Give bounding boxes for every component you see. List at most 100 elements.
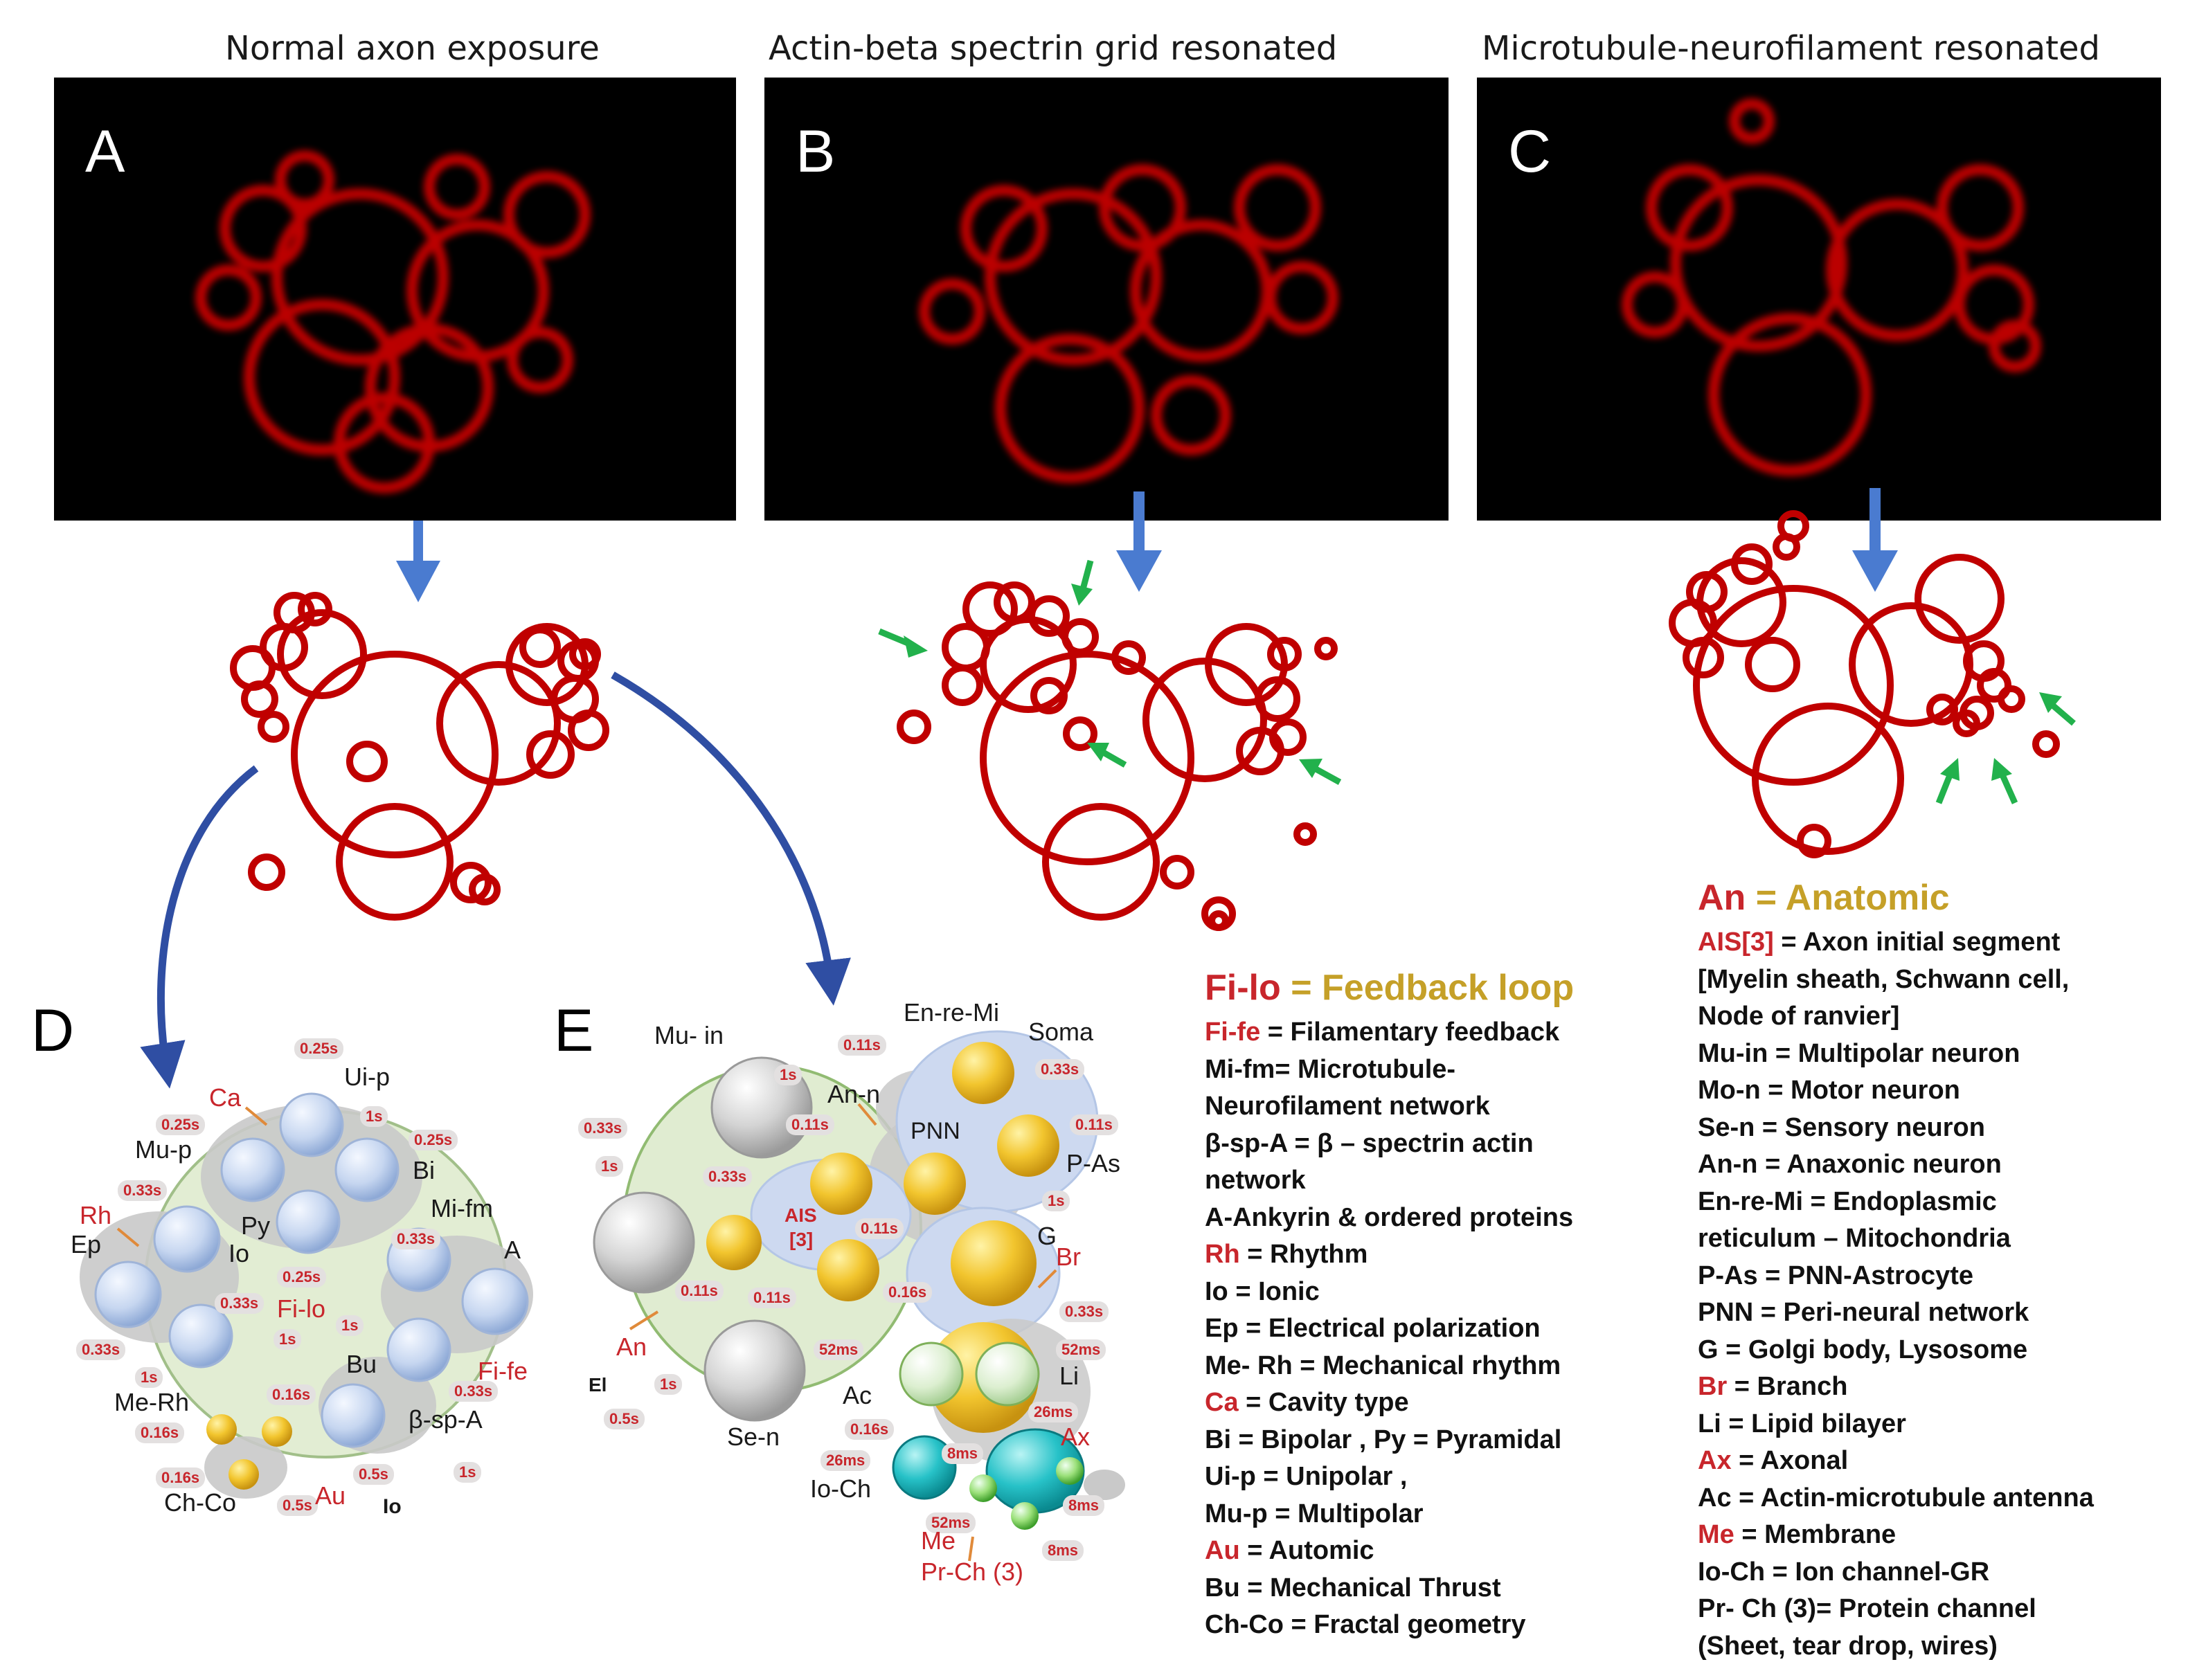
legend-right-heading-abbr: An [1698,878,1746,918]
label-ac: Ac [843,1381,872,1409]
label-ui-p: Ui-p [344,1063,391,1091]
micrograph-c: C [1477,78,2161,521]
time-badge: 0.33s [1059,1301,1109,1322]
orange-pointers [116,1103,1057,1562]
time-badge: 0.25s [409,1130,458,1150]
time-badge: 0.33s [449,1381,499,1402]
label-ais: AIS [784,1204,817,1226]
time-badge: 0.11s [748,1288,796,1308]
label-soma: Soma [1028,1018,1094,1046]
legend-line: An-n = Anaxonic neuron [1698,1146,2094,1184]
label-bi: Bi [413,1156,436,1184]
legend-line: network [1205,1162,1573,1200]
time-badge: 0.5s [277,1495,318,1516]
legend-line: [Myelin sheath, Schwann cell, [1698,961,2094,999]
legend-line: Mo-n = Motor neuron [1698,1072,2094,1110]
time-badge: 0.25s [277,1267,327,1288]
label-bu: Bu [346,1350,377,1378]
time-badge: 1s [274,1329,302,1350]
legend-line: Rh = Rhythm [1205,1236,1573,1274]
legend-line: Au = Automic [1205,1533,1573,1570]
legend-right-heading-text: = Anatomic [1746,878,1950,918]
legend-text: Mo-n = Motor neuron [1698,1076,1960,1105]
time-badge: 0.33s [391,1229,441,1249]
time-badge: 0.25s [156,1114,206,1135]
label-br: Br [1056,1243,1081,1271]
time-badge: 1s [595,1156,624,1177]
micrograph-rings-a [195,150,591,494]
label-me-rh: Me-Rh [114,1388,190,1416]
traced-circles-b [897,581,1338,931]
label-me: Me [921,1526,956,1555]
legend-line: Pr- Ch (3)= Protein channel [1698,1591,2094,1628]
title-c: Microtubule-neurofilament resonated [1482,29,2100,68]
label-an-n: An-n [827,1080,881,1108]
label-io: Io [228,1239,250,1267]
legend-text: Bi = Bipolar , Py = Pyramidal [1205,1425,1562,1454]
legend-abbr: Fi-fe [1205,1018,1261,1047]
traced-circles-c [1669,510,2060,858]
legend-text: Ep = Electrical polarization [1205,1314,1541,1343]
legend-text: β-sp-A = β – spectrin actin [1205,1128,1534,1158]
time-badge: 0.33s [118,1180,168,1201]
title-a: Normal axon exposure [225,29,600,68]
legend-line: Me = Membrane [1698,1517,2094,1554]
label-ep: Ep [71,1230,102,1258]
legend-text: Se-n = Sensory neuron [1698,1112,1985,1142]
label-b-sp-a: β-sp-A [409,1405,483,1434]
time-badge: 0.33s [76,1339,126,1360]
label-an: An [616,1333,647,1361]
label-ca: Ca [209,1083,242,1112]
legend-text: A-Ankyrin & ordered proteins [1205,1202,1574,1232]
legend-text: = Filamentary feedback [1260,1018,1560,1047]
legend-abbr: Rh [1205,1240,1240,1269]
legend-line: Ui-p = Unipolar , [1205,1458,1573,1496]
time-badge: 0.11s [838,1035,886,1056]
legend-line: Io = Ionic [1205,1274,1573,1311]
time-badge: 1s [454,1462,482,1483]
micrograph-rings-c [1622,98,2041,476]
legend-text: Li = Lipid bilayer [1698,1409,1906,1438]
time-badge: 0.16s [883,1282,933,1303]
legend-line: β-sp-A = β – spectrin actin [1205,1126,1573,1163]
legend-abbr: Au [1205,1536,1240,1565]
legend-text: = Axon initial segment [1773,928,2061,957]
legend-text: PNN = Peri-neural network [1698,1298,2029,1327]
legend-abbr: Me [1698,1520,1734,1549]
legend-text: = Cavity type [1238,1388,1409,1417]
legend-line: reticulum – Mitochondria [1698,1220,2094,1258]
label-py: Py [241,1211,271,1240]
label-au: Au [315,1481,346,1510]
time-badge: 1s [336,1315,364,1336]
legend-text: Bu = Mechanical Thrust [1205,1573,1501,1602]
legend-text: En-re-Mi = Endoplasmic [1698,1186,1997,1216]
legend-text: = Membrane [1734,1520,1896,1549]
diagram-e-shapes [593,1030,1125,1530]
time-badge: 8ms [1063,1495,1105,1516]
legend-line: Io-Ch = Ion channel-GR [1698,1554,2094,1591]
time-badge: 0.33s [215,1293,264,1314]
diagram-d-shapes [80,1092,533,1499]
label-fi-lo: Fi-lo [277,1294,325,1323]
label-se-n: Se-n [727,1422,780,1451]
time-badge: 8ms [1042,1540,1084,1561]
label-p-as: P-As [1066,1149,1121,1177]
legend-text: = Automic [1239,1536,1374,1565]
label-io2: Io [383,1495,402,1518]
legend-line: Ch-Co = Fractal geometry [1205,1607,1573,1644]
legend-line: Mu-in = Multipolar neuron [1698,1036,2094,1073]
legend-line: A-Ankyrin & ordered proteins [1205,1200,1573,1237]
label-mi-fm: Mi-fm [431,1194,493,1222]
legend-line: Mu-p = Multipolar [1205,1496,1573,1533]
time-badge: 26ms [1028,1402,1079,1422]
legend-text: Neurofilament network [1205,1092,1490,1121]
legend-text: Io = Ionic [1205,1276,1320,1306]
label-ch-co: Ch-Co [164,1488,237,1517]
legend-line: Ac = Actin-microtubule antenna [1698,1480,2094,1517]
panel-letter-a: A [85,118,125,185]
legend-text: Io-Ch = Ion channel-GR [1698,1557,1990,1587]
legend-abbr: Br [1698,1372,1728,1401]
legend-line: Fi-fe = Filamentary feedback [1205,1014,1573,1051]
label-el: El [589,1374,607,1396]
